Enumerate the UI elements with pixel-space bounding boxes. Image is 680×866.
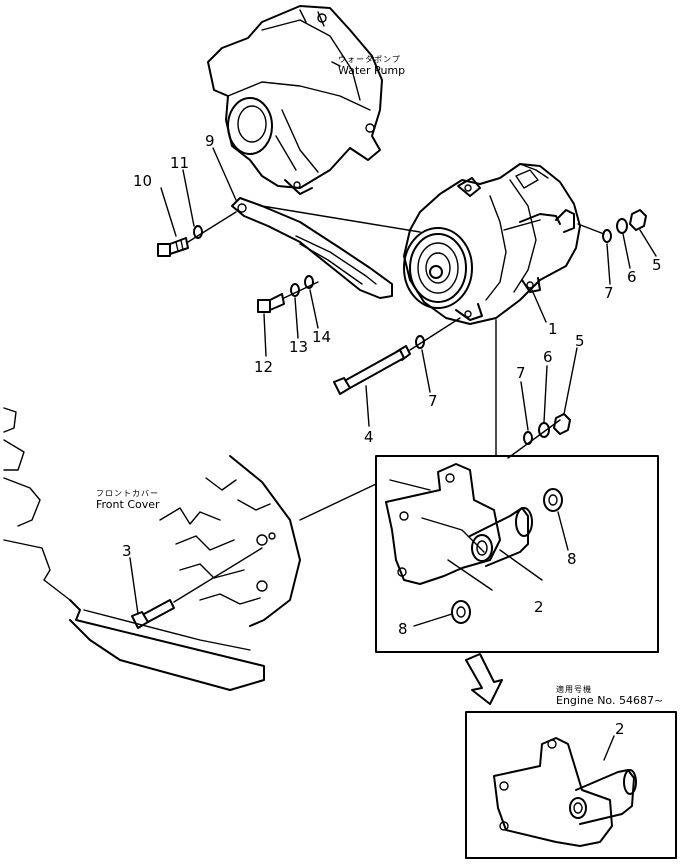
washer-7-low [523, 431, 533, 445]
washer-14 [304, 275, 314, 289]
washer-7-mid [415, 335, 425, 349]
part-number-3: 3 [122, 542, 132, 560]
water-pump-label-jp: ウォータポンプ [338, 55, 401, 64]
long-bolt-4 [333, 345, 411, 395]
mounting-bracket-2 [385, 463, 533, 585]
arrow-down-icon [465, 653, 503, 705]
part-number-7-mid: 7 [428, 392, 438, 410]
washer-6-top [616, 218, 628, 234]
nut-5-low [553, 413, 571, 435]
part-number-2-alt: 2 [615, 720, 625, 738]
part-number-10: 10 [133, 172, 152, 190]
bolt-12 [257, 293, 285, 313]
part-number-11: 11 [170, 154, 189, 172]
part-number-5-top: 5 [652, 256, 662, 274]
washer-13 [290, 283, 300, 297]
bushing-8-top [543, 488, 563, 512]
part-number-14: 14 [312, 328, 331, 346]
adjusting-bracket [231, 197, 393, 299]
water-pump [207, 5, 383, 195]
part-number-7-top: 7 [604, 284, 614, 302]
front-cover-label-jp: フロントカバー [96, 489, 159, 498]
bushing-8-low [451, 600, 471, 624]
part-number-5-low: 5 [575, 332, 585, 350]
bolt-3 [131, 599, 175, 629]
part-number-8-top: 8 [567, 550, 577, 568]
part-number-13: 13 [289, 338, 308, 356]
part-number-2: 2 [534, 598, 544, 616]
alternator [403, 163, 581, 325]
engine-label-en: Engine No. 54687~ [556, 694, 663, 707]
washer-11 [193, 225, 203, 239]
detail-inset-box [375, 455, 659, 653]
part-number-6-low: 6 [543, 348, 553, 366]
part-number-1: 1 [548, 320, 558, 338]
water-pump-label-en: Water Pump [338, 64, 405, 77]
front-cover-label-en: Front Cover [96, 498, 160, 511]
part-number-9: 9 [205, 132, 215, 150]
part-number-7-low: 7 [516, 364, 526, 382]
part-number-12: 12 [254, 358, 273, 376]
part-number-8-low: 8 [398, 620, 408, 638]
washer-7-top [602, 229, 612, 243]
nut-5-top [629, 209, 647, 231]
mounting-bracket-2-alt [493, 737, 637, 847]
front-cover [3, 407, 301, 691]
alt-inset-box [465, 711, 677, 859]
part-number-6-top: 6 [627, 268, 637, 286]
bolt-10 [157, 237, 189, 257]
part-number-4: 4 [364, 428, 374, 446]
washer-6-low [538, 422, 550, 438]
engine-label-jp: 適用号機 [556, 684, 592, 694]
